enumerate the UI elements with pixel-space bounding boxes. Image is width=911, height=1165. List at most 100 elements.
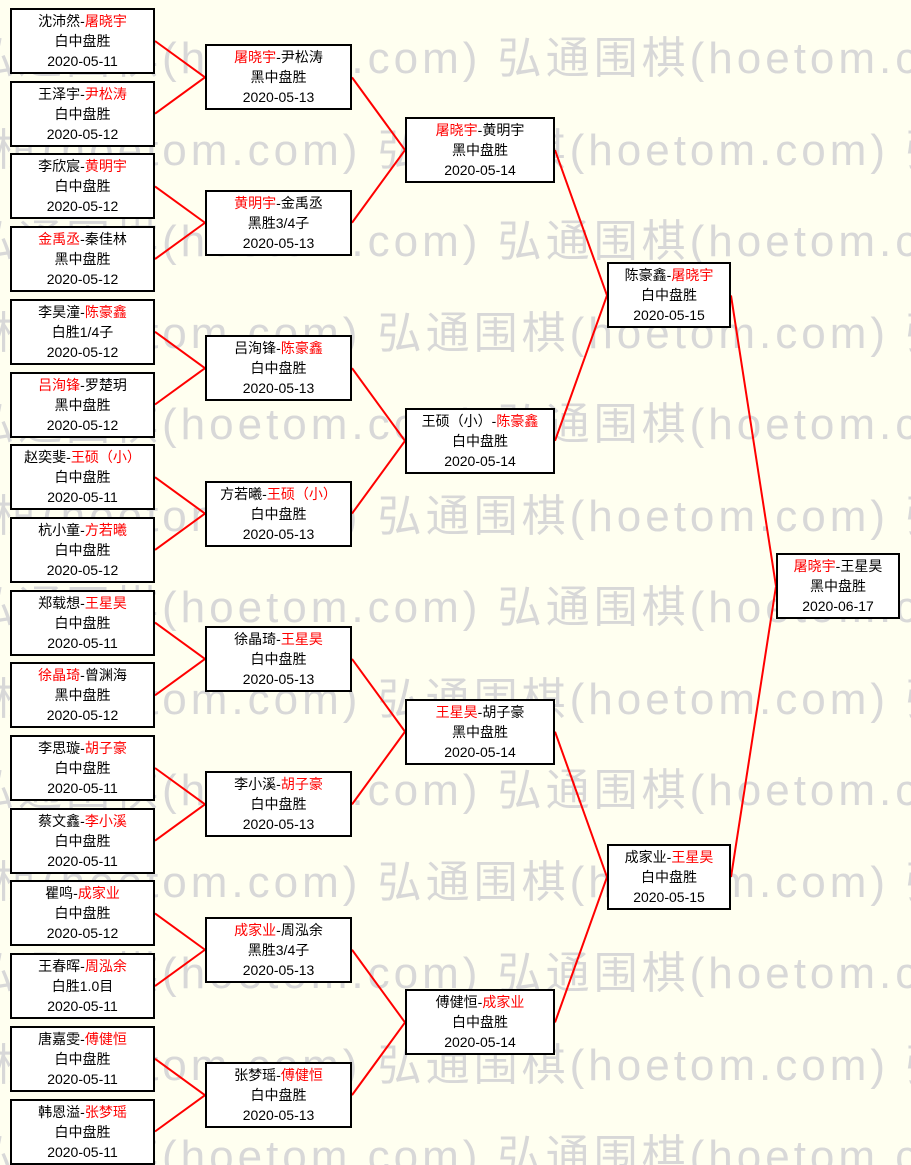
match-box: 屠晓宇-黄明宇黑中盘胜 2020-05-14 [405, 117, 555, 184]
match-date: 2020-05-13 [242, 234, 315, 251]
match-result: 白胜1/4子 [51, 323, 114, 340]
match-date: 2020-05-13 [242, 380, 315, 397]
player2-name: 周泓余 [84, 958, 127, 975]
match-players: 王泽宇-尹松涛 [38, 85, 127, 102]
connector-line [154, 658, 206, 697]
connector-line [730, 586, 777, 878]
match-result: 黑中盘胜 [452, 142, 508, 159]
match-result: 黑中盘胜 [54, 687, 111, 704]
player1-name: 沈沛然 [38, 13, 81, 29]
player1-name: 蔡文鑫 [38, 812, 81, 829]
player1-name: 屠晓宇 [793, 558, 836, 575]
player1-name: 王星昊 [435, 703, 478, 720]
player2-name: 张梦瑶 [84, 1103, 127, 1120]
player2-name: 金禹丞 [280, 194, 323, 211]
player1-name: 成家业 [234, 921, 277, 938]
match-result: 黑中盘胜 [54, 251, 111, 268]
player1-name: 李欣宸 [38, 158, 81, 175]
player2-name: 王硕（小） [70, 449, 141, 466]
connector-line [554, 731, 608, 878]
player1-name: 王泽宇 [38, 85, 81, 102]
player2-name: 王星昊 [671, 849, 714, 866]
match-players: 郑载想-王星昊 [38, 594, 127, 611]
match-date: 2020-06-17 [802, 598, 874, 615]
match-date: 2020-05-12 [46, 416, 119, 433]
player2-name: 罗楚玥 [84, 376, 127, 393]
match-date: 2020-05-11 [47, 53, 118, 69]
match-result: 黑中盘胜 [810, 578, 866, 595]
match-date: 2020-05-14 [444, 162, 516, 179]
connector-line [351, 658, 406, 733]
player1-name: 黄明宇 [234, 194, 277, 211]
match-date: 2020-05-13 [242, 1107, 315, 1124]
player1-name: 李小溪 [234, 776, 277, 793]
match-players: 方若曦-王硕（小） [220, 485, 337, 502]
connector-line [154, 803, 206, 842]
player1-name: 郑载想 [38, 594, 81, 611]
match-date: 2020-05-12 [46, 125, 119, 142]
connector-line [730, 295, 777, 587]
match-date: 2020-05-11 [47, 489, 118, 506]
connector-line [154, 621, 206, 660]
match-result: 白中盘胜 [452, 432, 508, 449]
match-players: 李小溪-胡子豪 [234, 776, 323, 793]
match-date: 2020-05-11 [47, 1143, 118, 1160]
player2-name: 成家业 [482, 994, 525, 1011]
player1-name: 赵奕斐 [24, 449, 67, 466]
connector-line [154, 767, 206, 806]
player2-name: 成家业 [77, 885, 120, 902]
connector-line [154, 40, 206, 79]
match-result: 白中盘胜 [250, 650, 307, 667]
match-result: 白中盘胜 [54, 1123, 111, 1140]
match-date: 2020-05-12 [46, 925, 119, 942]
connector-line [154, 912, 206, 951]
match-result: 白中盘胜 [250, 505, 307, 522]
player1-name: 张梦瑶 [234, 1067, 277, 1084]
player2-name: 陈豪鑫 [84, 303, 127, 320]
match-result: 黑胜3/4子 [247, 941, 310, 958]
match-date: 2020-05-11 [47, 998, 118, 1015]
match-result: 黑中盘胜 [250, 69, 307, 86]
player1-name: 韩恩溢 [38, 1103, 81, 1120]
match-result: 白中盘胜 [54, 614, 111, 631]
match-players: 吕洵锋-陈豪鑫 [234, 340, 323, 357]
player2-name: 李小溪 [84, 812, 127, 829]
match-players: 屠晓宇-尹松涛 [234, 49, 323, 66]
connector-line [351, 1021, 406, 1096]
match-players: 成家业-周泓余 [234, 921, 323, 938]
player2-name: 胡子豪 [482, 703, 525, 720]
match-result: 黑中盘胜 [54, 396, 111, 413]
match-players: 李昊潼-陈豪鑫 [38, 303, 127, 320]
match-result: 白中盘胜 [54, 33, 111, 49]
player1-name: 徐晶琦 [38, 667, 81, 684]
player2-name: 王星昊 [840, 558, 883, 575]
connector-line [351, 440, 406, 515]
match-players: 杭小童-方若曦 [38, 521, 127, 538]
player2-name: 方若曦 [84, 521, 127, 538]
connector-line [154, 948, 206, 987]
player1-name: 瞿鸣 [45, 885, 74, 902]
player1-name: 唐嘉雯 [38, 1030, 81, 1047]
player2-name: 屠晓宇 [671, 267, 714, 284]
match-result: 白中盘胜 [54, 469, 111, 486]
match-players: 唐嘉雯-傅健恒 [38, 1030, 127, 1047]
match-players: 屠晓宇-黄明宇 [435, 122, 525, 139]
match-date: 2020-05-14 [444, 452, 516, 469]
player2-name: 尹松涛 [280, 49, 323, 66]
connector-line [154, 330, 206, 369]
match-players: 韩恩溢-张梦瑶 [38, 1103, 127, 1120]
